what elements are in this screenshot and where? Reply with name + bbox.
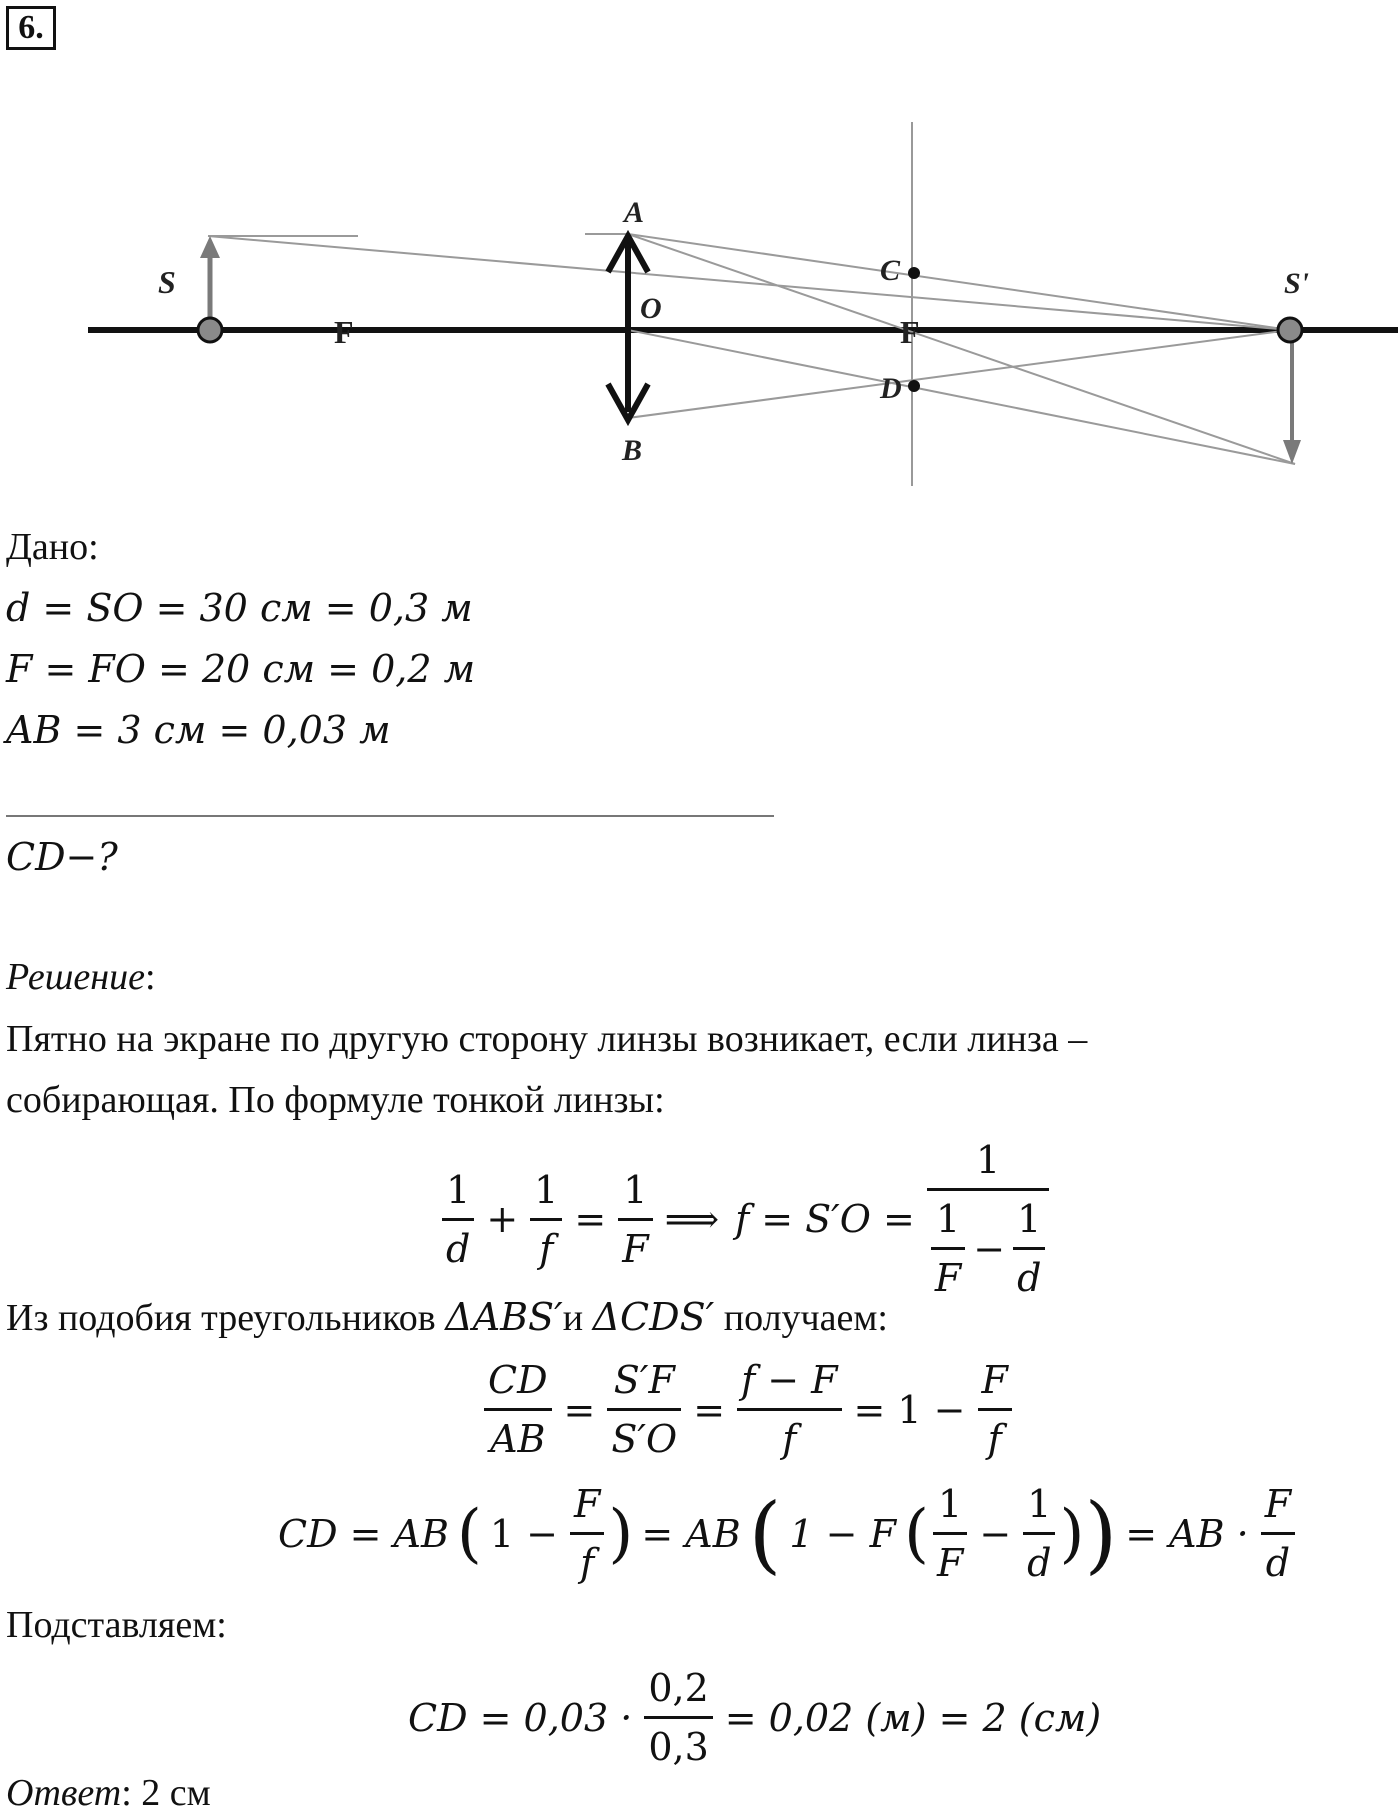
given-heading: Дано: bbox=[6, 526, 99, 568]
find-line: CD−? bbox=[6, 835, 118, 879]
solution-heading: Решение: bbox=[6, 954, 156, 1000]
label-s-prime: S' bbox=[1284, 267, 1309, 300]
label-s: S bbox=[158, 264, 176, 300]
label-f-left: F bbox=[334, 314, 354, 350]
solution-para-1: Пятно на экране по другую сторону линзы … bbox=[6, 1018, 1088, 1060]
solution-para-2: собирающая. По формуле тонкой линзы: bbox=[6, 1079, 665, 1121]
solution-para-3: Из подобия треугольников ΔABS′и ΔCDS′ по… bbox=[6, 1295, 888, 1339]
point-c bbox=[908, 267, 920, 279]
point-d bbox=[908, 380, 920, 392]
answer-line: Ответ: 2 см bbox=[6, 1772, 211, 1814]
given-line-1: d = SO = 30 см = 0,3 м bbox=[6, 586, 473, 630]
label-o: O bbox=[640, 292, 662, 325]
source-point bbox=[196, 316, 224, 344]
label-c: C bbox=[880, 254, 901, 287]
problem-number: 6. bbox=[6, 6, 56, 50]
label-d: D bbox=[879, 372, 902, 405]
lens-ray-diagram: S S' A B O C D F F bbox=[88, 122, 1398, 486]
label-f-right: F bbox=[900, 314, 920, 350]
solution-heading-text: Решение bbox=[6, 956, 145, 998]
label-a: A bbox=[622, 196, 644, 229]
label-b: B bbox=[621, 434, 642, 467]
given-line-3: AB = 3 см = 0,03 м bbox=[6, 708, 391, 752]
given-divider bbox=[6, 815, 774, 817]
solution-heading-colon: : bbox=[144, 956, 156, 998]
substitute-label: Подставляем: bbox=[6, 1604, 227, 1646]
light-rays bbox=[207, 233, 1296, 465]
given-line-2: F = FO = 20 см = 0,2 м bbox=[6, 647, 476, 691]
image-point bbox=[1276, 316, 1304, 344]
